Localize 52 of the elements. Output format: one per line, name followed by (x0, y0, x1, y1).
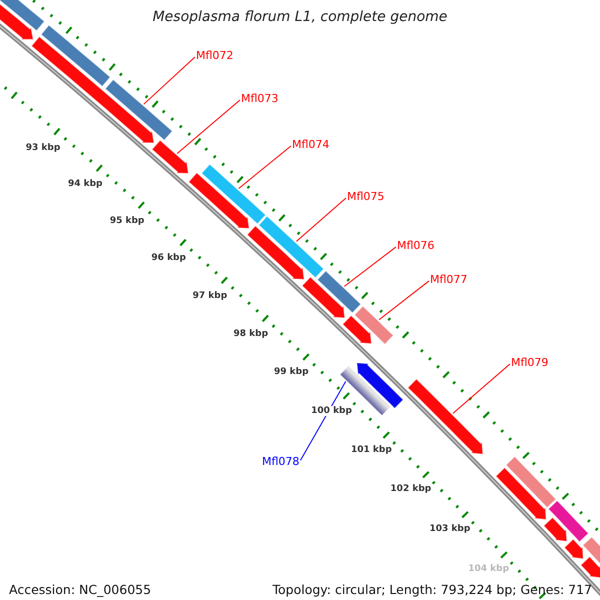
leader-line (452, 363, 510, 414)
scale-label: 103 kbp (430, 524, 470, 535)
gene-bar (356, 362, 404, 409)
leader-line (344, 246, 396, 287)
gene-bar (40, 24, 111, 87)
gene-bar (495, 467, 547, 520)
gene-label: Mfl078 (262, 456, 300, 469)
gene-bar (188, 172, 250, 229)
gene-bar (543, 516, 568, 542)
scale-label: 97 kbp (192, 290, 228, 302)
gene-label: Mfl072 (196, 50, 234, 63)
gene-label: Mfl075 (347, 191, 384, 204)
gene-bar (104, 79, 173, 141)
chart-title: Mesoplasma florum L1, complete genome (152, 9, 448, 26)
scale-label: 98 kbp (233, 328, 268, 340)
gene-bar (582, 536, 600, 564)
leader-line (296, 197, 346, 242)
gene-bar (0, 0, 45, 32)
footer-text: Accession: NC_006055 (9, 582, 152, 597)
scale-label: 102 kbp (390, 484, 432, 495)
gene-bar (246, 225, 305, 280)
gene-bar (564, 538, 584, 560)
gene-bar (302, 276, 346, 318)
gene-label: Mfl074 (292, 139, 330, 152)
gene-bar (151, 140, 189, 174)
leader-line (300, 380, 346, 461)
gene-bar (354, 305, 394, 345)
leader-line (143, 56, 196, 105)
leader-line (238, 145, 292, 189)
scale-label: 94 kbp (68, 179, 102, 190)
scale-label: 100 kbp (311, 406, 352, 416)
gene-label: Mfl077 (430, 274, 468, 287)
gene-bar (407, 378, 484, 455)
gene-bar (548, 500, 590, 542)
gene-label: Mfl079 (511, 357, 548, 370)
gene-bar (342, 314, 372, 344)
scale-label: 104 kbp (468, 564, 510, 575)
gene-bar (258, 216, 324, 278)
leader-line (176, 99, 240, 154)
gene-bar (30, 36, 154, 144)
gene-bar (580, 556, 600, 578)
leader-line (378, 280, 430, 320)
scale-label: 95 kbp (110, 216, 144, 226)
gene-bar (316, 270, 362, 314)
gene-label: Mfl073 (241, 93, 278, 106)
scale-label: 99 kbp (274, 367, 309, 378)
footer-text: Topology: circular; Length: 793,224 bp; Genes: 717 (272, 582, 592, 597)
gene-label: Mfl076 (397, 240, 434, 253)
scale-label: 96 kbp (151, 253, 186, 264)
scale-label: 101 kbp (350, 445, 392, 456)
gene-bar (201, 164, 266, 224)
gene-bar (505, 456, 556, 508)
